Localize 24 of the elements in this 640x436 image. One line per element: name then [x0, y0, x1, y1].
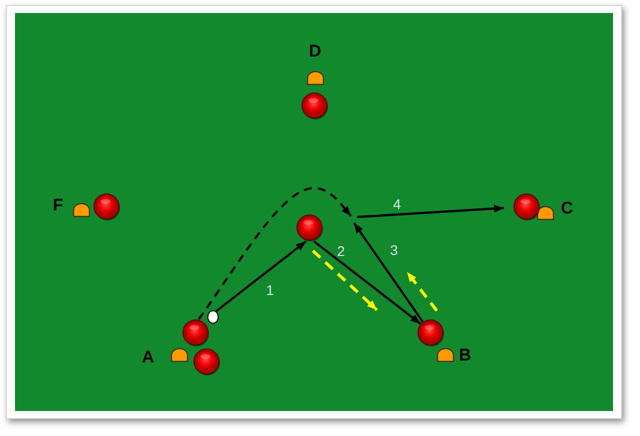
disc-marker [182, 319, 210, 347]
disc-marker [513, 193, 541, 221]
dashed-arrow [312, 250, 378, 312]
edge-label: 1 [266, 283, 274, 297]
disc-marker [301, 92, 329, 120]
disc-marker [417, 319, 445, 347]
arrow [216, 240, 307, 312]
arrow [353, 222, 424, 322]
position-label: C [560, 200, 574, 216]
dashed-arrow [198, 186, 352, 320]
arrow [313, 240, 422, 325]
edge-label: 2 [337, 244, 345, 258]
disc-marker [193, 348, 221, 376]
position-label: F [52, 196, 64, 214]
position-label: B [458, 346, 472, 364]
dashed-arrow [406, 271, 438, 312]
arrow [356, 204, 504, 218]
position-label: A [142, 348, 154, 366]
position-label: D [308, 42, 322, 60]
edge-label: 4 [393, 197, 401, 211]
ball [207, 310, 219, 324]
disc-marker [296, 214, 324, 242]
disc-marker [93, 193, 121, 221]
edge-label: 3 [390, 243, 398, 257]
